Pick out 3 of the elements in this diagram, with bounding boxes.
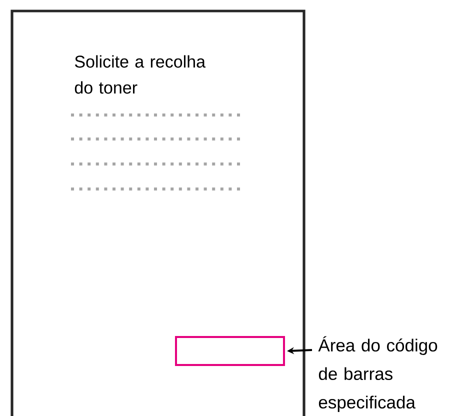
page-outline: Solicite a recolha do toner [10, 10, 306, 416]
barcode-area-box [175, 336, 285, 366]
callout-text: Área do código de barras especificada [318, 336, 438, 412]
